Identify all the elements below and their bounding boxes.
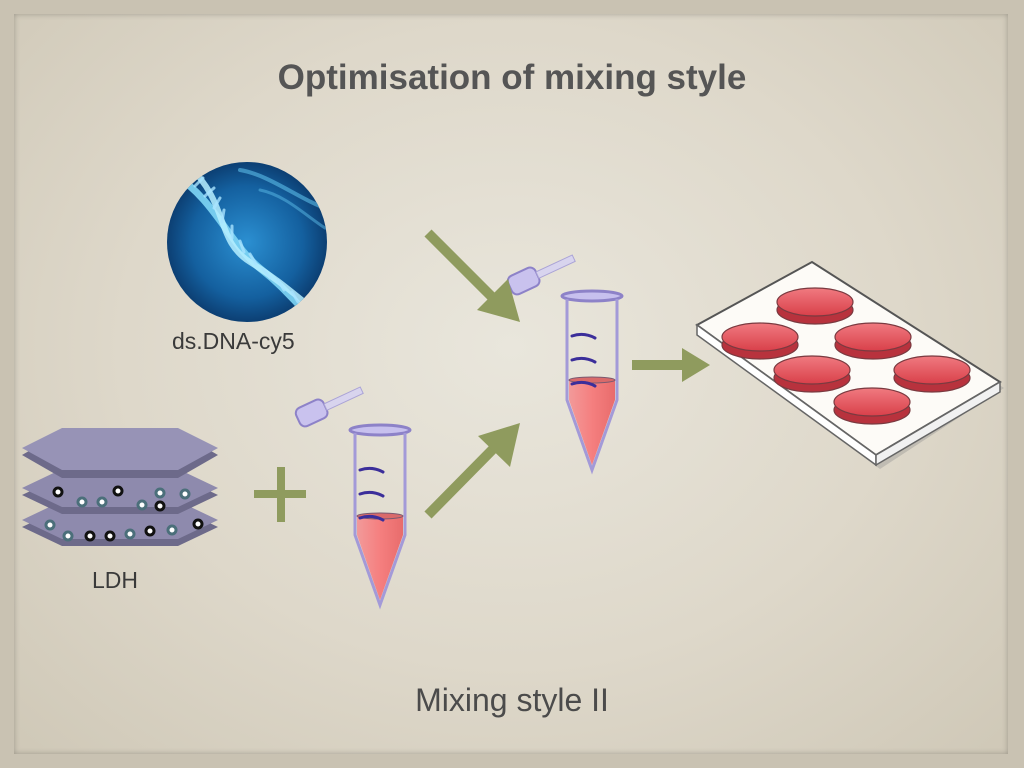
tube-right	[506, 254, 624, 475]
tube-left	[294, 386, 412, 610]
arrow-tube-to-plate	[632, 348, 710, 382]
arrow-tube-to-tube	[424, 423, 520, 519]
well-plate	[695, 260, 1004, 469]
slide-title: Optimisation of mixing style	[277, 58, 747, 97]
plus-icon	[254, 467, 306, 522]
ldh-label: LDH	[92, 567, 139, 593]
dna-label: ds.DNA-cy5	[172, 328, 295, 354]
ldh-layers	[22, 428, 218, 546]
mixing-style-caption: Mixing style II	[415, 682, 609, 718]
arrow-dna-to-tube	[424, 229, 520, 322]
dna-image	[167, 162, 327, 322]
